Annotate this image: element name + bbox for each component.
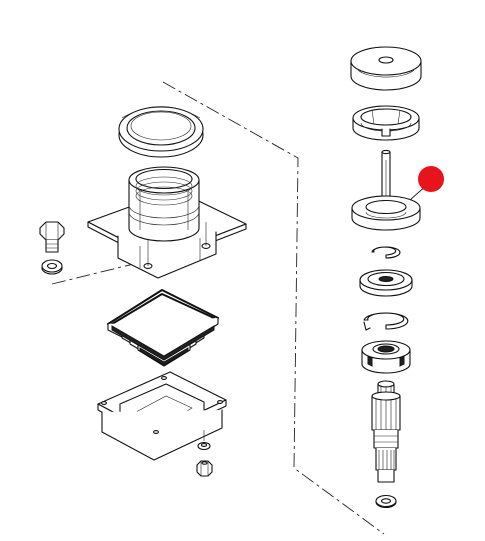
rubber-bellows-boot xyxy=(107,289,219,367)
callout xyxy=(409,166,444,201)
dust-cover-plate xyxy=(97,371,227,461)
guide-bushing xyxy=(128,166,200,242)
mounting-plate xyxy=(87,189,247,279)
top-cap xyxy=(350,46,422,91)
flange-seal-ring xyxy=(118,106,204,158)
bearing-cup xyxy=(352,105,420,141)
hex-nut xyxy=(196,460,213,477)
snap-ring-large xyxy=(363,312,409,331)
shaft-washer xyxy=(375,494,397,509)
ball-bearing xyxy=(361,340,411,374)
seal-washer xyxy=(359,269,413,297)
washer xyxy=(41,259,63,275)
hex-bolt xyxy=(39,221,65,253)
thrust-washer xyxy=(351,195,421,231)
small-washer xyxy=(197,430,211,451)
callout-marker xyxy=(418,166,444,192)
splined-shaft xyxy=(371,380,401,483)
guide-pin xyxy=(381,149,391,197)
snap-ring-small xyxy=(371,246,401,259)
assembly-guide-lines xyxy=(51,81,385,535)
